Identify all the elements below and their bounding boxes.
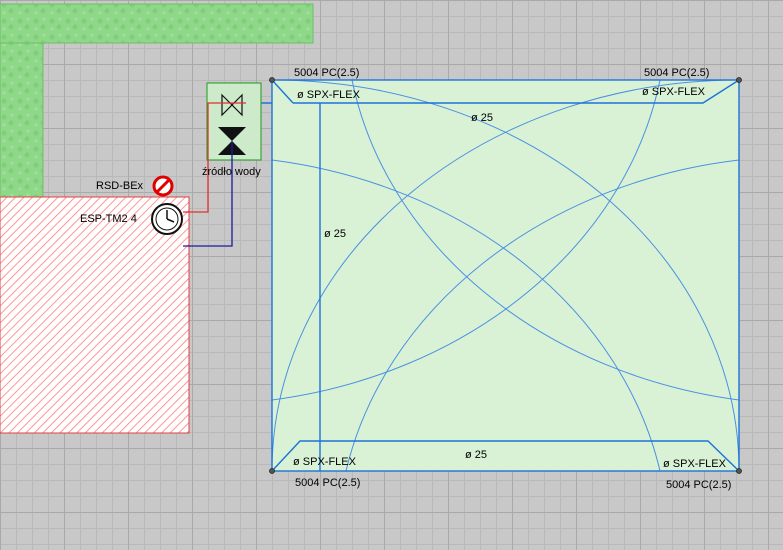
nozzle-label-bottom-left: 5004 PC(2.5) <box>295 477 361 489</box>
nozzle-label-top-right: 5004 PC(2.5) <box>644 67 710 79</box>
pipe-label-bottom-right: ø SPX-FLEX <box>663 458 726 470</box>
lawn-area[interactable] <box>271 79 740 472</box>
sprinkler-head <box>269 468 275 474</box>
water-source-label: źródło wody <box>202 166 261 178</box>
pipe-network[interactable] <box>246 79 740 472</box>
pipe-label-top-right: ø SPX-FLEX <box>642 86 705 98</box>
nozzle-label-top-left: 5004 PC(2.5) <box>294 67 360 79</box>
pipe-label-bottom-left: ø SPX-FLEX <box>293 456 356 468</box>
water-source-valve[interactable] <box>206 82 262 161</box>
sprinkler-head <box>269 77 275 83</box>
nozzle-label-bottom-right: 5004 PC(2.5) <box>666 479 732 491</box>
rain-sensor-label: RSD-BEx <box>96 180 144 192</box>
rain-sensor-icon[interactable] <box>152 175 174 197</box>
pipe-diameter-top: ø 25 <box>471 112 494 124</box>
sprinkler-head <box>736 77 742 83</box>
spray-arcs <box>271 79 740 472</box>
sprinkler-heads[interactable] <box>269 77 742 474</box>
supply-line <box>183 141 233 247</box>
controller-label: ESP-TM2 4 <box>80 213 137 225</box>
controller-clock-icon[interactable] <box>151 203 183 235</box>
control-wire <box>183 102 246 213</box>
pipe-diameter-left: ø 25 <box>324 228 347 240</box>
pipe-label-top-left: ø SPX-FLEX <box>297 89 360 101</box>
pipe-diameter-bottom: ø 25 <box>465 449 488 461</box>
hedge-area <box>0 3 314 198</box>
sprinkler-head <box>736 468 742 474</box>
building-area <box>0 196 190 434</box>
